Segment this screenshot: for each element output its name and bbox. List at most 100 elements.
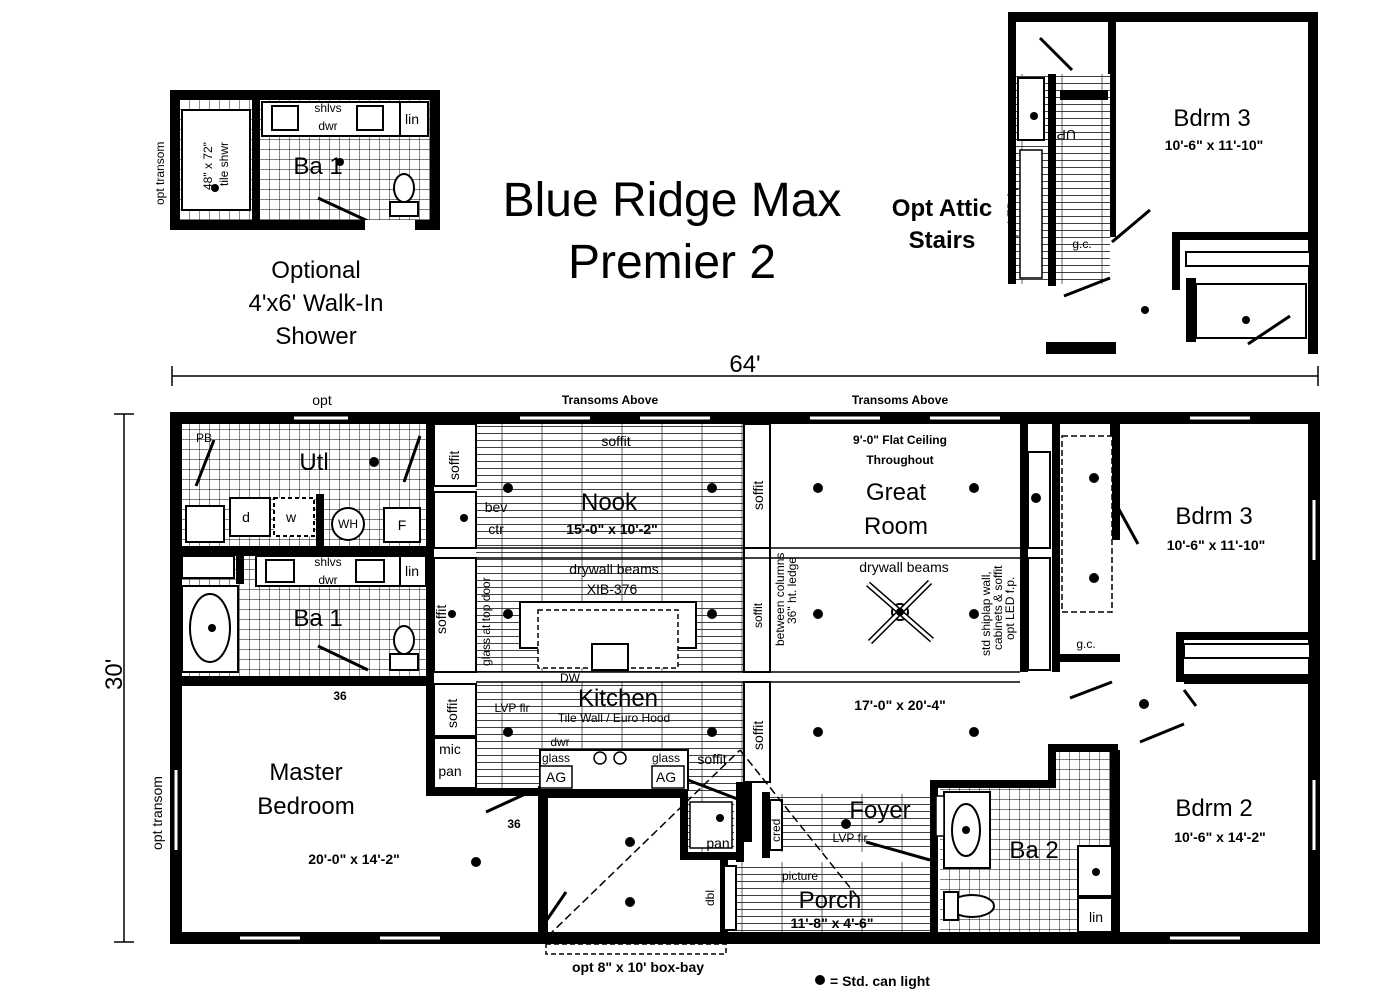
master-line1: Master — [269, 759, 342, 786]
ba1-name: Ba 1 — [293, 605, 342, 632]
master-line2: Bedroom — [257, 793, 354, 820]
shower-option-line3: Shower — [275, 323, 356, 350]
bdrm3-name: Bdrm 3 — [1175, 503, 1252, 530]
beam-lines — [433, 423, 1020, 789]
shower-option-line1: Optional — [271, 257, 360, 284]
kitchen-mic: mic — [439, 741, 461, 757]
kitchen-drawer: dwr — [550, 735, 569, 749]
attic-note: opt LED f.p. — [1005, 181, 1019, 244]
beams-left: drywall beams — [569, 561, 658, 577]
dimension-lines — [114, 366, 1319, 943]
bdrm2-dim: 10'-6" x 14'-2" — [1174, 829, 1266, 845]
kitchen-name: Kitchen — [578, 685, 658, 712]
center-soffit: soffit — [751, 602, 765, 628]
nook-soffit: soffit — [601, 433, 630, 449]
great-room-ceiling2: Throughout — [866, 453, 933, 467]
opt-top: opt — [312, 392, 332, 408]
utl-dryer: d — [242, 509, 250, 525]
shower-inset-drawer: dwr — [318, 119, 337, 133]
kitchen-ag1: AG — [546, 769, 566, 785]
porch-picture: picture — [782, 869, 818, 883]
kitchen-tile: Tile Wall / Euro Hood — [558, 711, 670, 725]
nook-ctr: ctr — [488, 521, 504, 537]
shower-inset-bath: Ba 1 — [293, 153, 342, 180]
shower-size-label: 48" x 72" — [201, 142, 215, 190]
windows — [174, 416, 1316, 940]
plan-title-line1: Blue Ridge Max — [503, 174, 842, 227]
kitchen-glass1: glass — [542, 751, 570, 765]
nook-soffit-side: soffit — [446, 451, 462, 480]
kitchen-soffit: soffit — [697, 751, 726, 767]
shower-inset-transom: opt transom — [153, 142, 167, 205]
opt-transom-left: opt transom — [149, 776, 165, 850]
porch-dim: 11'-8" x 4'-6" — [791, 915, 874, 931]
transoms-above-left: Transoms Above — [562, 393, 659, 407]
great-room-line1: Great — [866, 479, 926, 506]
beam-xib: XIB-376 — [587, 581, 638, 597]
kitchen-ag2: AG — [656, 769, 676, 785]
attic-inset — [1008, 12, 1318, 354]
kitchen-glass2: glass — [652, 751, 680, 765]
great-room-soffit: soffit — [750, 481, 766, 510]
shower-inset — [170, 90, 440, 230]
ba2-name: Ba 2 — [1009, 837, 1058, 864]
ba1-drawer: dwr — [318, 573, 337, 587]
great-room-ceiling1: 9'-0" Flat Ceiling — [853, 433, 947, 447]
master-dim: 20'-0" x 14'-2" — [308, 851, 400, 867]
kitchen-mic-pan: pan — [438, 763, 461, 779]
can-lights — [208, 457, 1149, 985]
utl-pb: PB — [196, 431, 212, 445]
kitchen-lvp: LVP flr — [495, 701, 530, 715]
shower-inset-linen: lin — [405, 111, 419, 127]
ba1-shelves: shlvs — [314, 555, 341, 569]
overall-width: 64' — [729, 351, 760, 378]
ba1-soffit-side: soffit — [433, 605, 449, 634]
great-room-line2: Room — [864, 513, 928, 540]
doors — [194, 435, 1198, 937]
bdrm3-gc: g.c. — [1076, 637, 1095, 651]
attic-up: UP — [1057, 127, 1076, 143]
transoms-above-right: Transoms Above — [852, 393, 949, 407]
master-36-door: 36 — [507, 817, 521, 831]
bdrm3-dim: 10'-6" x 11'-10" — [1167, 537, 1266, 553]
attic-bdrm3-name: Bdrm 3 — [1173, 105, 1250, 132]
foyer-lvp: LVP flr — [833, 831, 868, 845]
attic-option-line1: Opt Attic — [892, 195, 992, 222]
box-bay — [545, 943, 727, 955]
shiplap-line3: opt LED f.p. — [1003, 577, 1017, 640]
plan-title-line2: Premier 2 — [568, 236, 776, 289]
bdrm2-name: Bdrm 2 — [1175, 795, 1252, 822]
utl-furnace: F — [398, 517, 407, 533]
utl-water-heater: WH — [338, 517, 358, 531]
can-light-legend: = Std. can light — [830, 973, 930, 989]
nook-bev: bev — [485, 499, 508, 515]
ceiling-fan-icon — [866, 579, 934, 645]
utl-washer: w — [285, 509, 297, 525]
shiplap-line1: std shiplap wall, — [979, 571, 993, 656]
box-bay-note: opt 8" x 10' box-bay — [572, 959, 704, 975]
beams-right: drywall beams — [859, 559, 948, 575]
shower-inset-shelves: shlvs — [314, 101, 341, 115]
glass-top-door: glass at top door — [479, 577, 493, 666]
ba1-linen: lin — [405, 563, 419, 579]
kitchen-dw: DW — [560, 671, 581, 685]
porch-dbl: dbl — [703, 890, 717, 906]
ba2-linen: lin — [1089, 909, 1103, 925]
foyer-name: Foyer — [849, 797, 910, 824]
great-room-dim: 17'-0" x 20'-4" — [854, 697, 946, 713]
nook-name: Nook — [581, 489, 638, 516]
columns-ledge: 36" ht. ledge — [785, 557, 799, 624]
between-columns: between columns — [773, 553, 787, 646]
kitchen-soffit-left: soffit — [444, 699, 460, 728]
kitchen-soffit-side: soffit — [750, 721, 766, 750]
attic-gc: g.c. — [1072, 237, 1091, 251]
porch-name: Porch — [799, 887, 862, 914]
shower-option-line2: 4'x6' Walk-In — [249, 290, 384, 317]
overall-depth: 30' — [101, 659, 128, 690]
shower-tile-label: tile shwr — [217, 142, 231, 186]
utl-name: Utl — [299, 449, 328, 476]
master-36-top: 36 — [333, 689, 347, 703]
shiplap-line2: cabinets & soffit — [991, 565, 1005, 650]
fixtures — [181, 435, 1311, 933]
